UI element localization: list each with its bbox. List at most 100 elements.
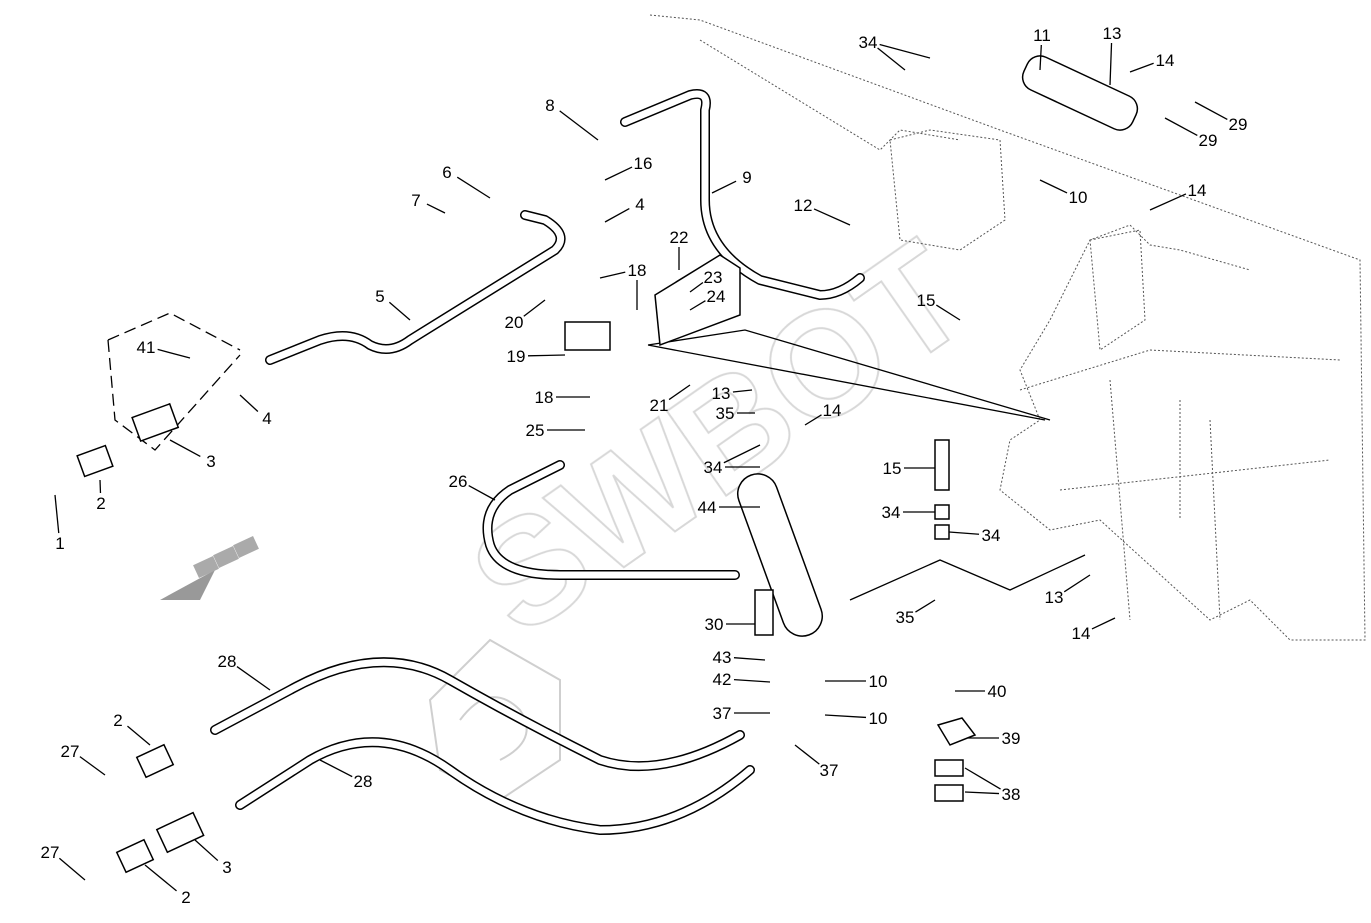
callout-number: 41 (137, 338, 156, 357)
callout-number: 10 (869, 672, 888, 691)
callout-37: 37 (713, 704, 770, 723)
bushing-34b (934, 524, 950, 540)
leader-line (54, 494, 60, 534)
plate-39 (936, 717, 977, 746)
callout-10: 10 (1039, 179, 1088, 207)
callout-16: 16 (604, 154, 652, 181)
leader-line (915, 599, 936, 613)
callout-number: 28 (218, 652, 237, 671)
assembly-line (647, 329, 1051, 421)
callout-number: 34 (859, 33, 878, 52)
callout-number: 30 (705, 615, 724, 634)
callout-number: 29 (1199, 131, 1218, 150)
callout-27: 27 (61, 742, 106, 776)
callout-8: 8 (545, 96, 599, 141)
callout-number: 3 (222, 858, 231, 877)
callout-27: 27 (41, 843, 86, 881)
leader-line (194, 839, 219, 862)
callout-39: 39 (968, 729, 1020, 748)
callout-number: 2 (181, 888, 190, 907)
leader-line (711, 180, 737, 194)
callout-3: 3 (194, 839, 232, 877)
callout-22: 22 (670, 228, 689, 270)
leader-line (733, 657, 766, 661)
leader-line (1039, 179, 1068, 194)
leader-line (468, 484, 496, 501)
coupler-2b (135, 743, 175, 779)
bushing-34 (934, 504, 950, 520)
callout-number: 15 (917, 291, 936, 310)
callout-number: 35 (716, 404, 735, 423)
leader-line (948, 531, 980, 535)
clamp-38 (934, 759, 964, 777)
callout-29: 29 (1164, 117, 1218, 150)
leader-line (527, 354, 566, 357)
callout-number: 34 (704, 458, 723, 477)
leader-line (169, 439, 201, 458)
callout-35: 35 (716, 404, 755, 423)
callout-number: 38 (1002, 785, 1021, 804)
leader-line (964, 791, 1000, 795)
leader-line (58, 857, 86, 881)
callout-35: 35 (896, 599, 936, 627)
leader-line (1149, 193, 1187, 211)
leader-line (1039, 44, 1042, 71)
leader-line (157, 348, 191, 359)
callout-14: 14 (1072, 617, 1116, 643)
callout-7: 7 (411, 191, 446, 214)
callout-34: 34 (948, 526, 1000, 545)
callout-number: 21 (650, 396, 669, 415)
callout-20: 20 (505, 299, 546, 332)
callout-number: 9 (742, 168, 751, 187)
leader-line (964, 767, 1001, 790)
callout-19: 19 (507, 347, 566, 366)
valve-block-19 (564, 321, 611, 351)
callout-number: 14 (823, 401, 842, 420)
callout-34: 34 (859, 33, 931, 71)
leader-line (559, 110, 599, 141)
callout-number: 8 (545, 96, 554, 115)
leader-line (877, 47, 906, 71)
leader-line (1109, 42, 1113, 86)
callout-number: 39 (1002, 729, 1021, 748)
callout-number: 18 (628, 261, 647, 280)
callout-number: 4 (262, 409, 271, 428)
clamp-38b (934, 784, 964, 802)
leader-line (388, 301, 411, 321)
callout-number: 14 (1188, 181, 1207, 200)
callout-number: 44 (698, 498, 717, 517)
leader-line (127, 725, 151, 746)
callout-18: 18 (599, 261, 647, 310)
leader-line (604, 166, 633, 181)
leader-line (1129, 62, 1154, 73)
callout-number: 10 (1069, 188, 1088, 207)
callout-number: 34 (882, 503, 901, 522)
leader-line (733, 678, 771, 683)
callout-34: 34 (704, 444, 761, 477)
callout-number: 22 (670, 228, 689, 247)
components (76, 55, 1139, 874)
callout-number: 43 (713, 648, 732, 667)
callout-number: 3 (206, 452, 215, 471)
callout-28: 28 (218, 652, 271, 691)
callout-23: 23 (689, 268, 722, 293)
ball-valve-3 (131, 402, 180, 443)
callout-24: 24 (689, 287, 725, 311)
leader-line (1091, 617, 1116, 630)
leader-line (604, 208, 630, 223)
callout-number: 14 (1156, 51, 1175, 70)
leader-line (732, 389, 753, 393)
callout-14: 14 (1149, 181, 1207, 211)
callout-9: 9 (711, 168, 752, 194)
callout-number: 13 (1103, 24, 1122, 43)
direction-arrow-icon (160, 570, 215, 600)
callout-29: 29 (1194, 101, 1247, 134)
leader-line (144, 864, 177, 892)
callout-2: 2 (113, 711, 151, 746)
callout-number: 42 (713, 670, 732, 689)
callout-2: 2 (144, 864, 191, 907)
callout-number: 4 (635, 195, 644, 214)
callout-number: 15 (883, 459, 902, 478)
callout-number: 37 (713, 704, 732, 723)
